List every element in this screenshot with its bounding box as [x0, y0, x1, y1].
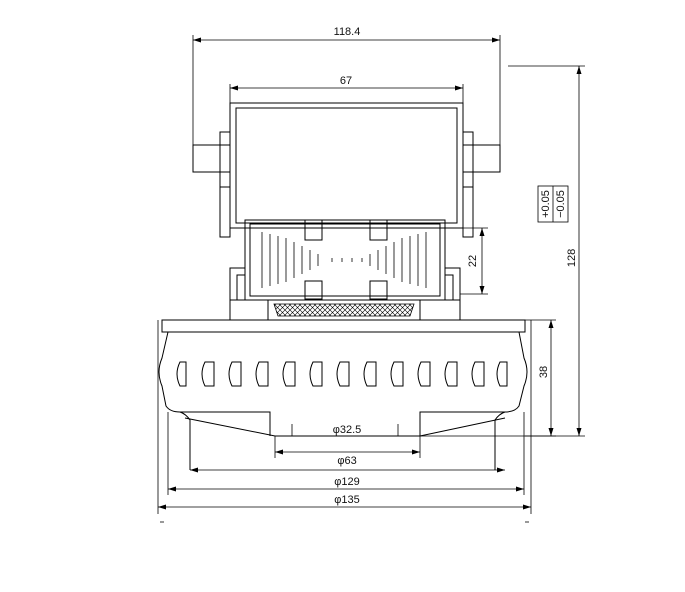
tolerance-lower: −0.05: [555, 190, 567, 218]
dim-phi-32-5: φ32.5: [333, 424, 362, 436]
tolerance-box: +0.05 −0.05: [537, 185, 569, 223]
armature-section: [229, 219, 461, 321]
bearing-seat: [267, 299, 421, 321]
vent-slots: [176, 361, 508, 387]
dim-phi-63: φ63: [337, 455, 356, 467]
dimensions: 118.4 67 128 +0.05 −0.05 22: [157, 26, 585, 523]
dim-67: 67: [340, 75, 352, 87]
dim-phi-135: φ135: [334, 494, 360, 506]
dim-phi-129: φ129: [334, 476, 360, 488]
dim-38: 38: [538, 366, 550, 378]
dim-22: 22: [467, 255, 479, 267]
dim-128: 128: [566, 249, 578, 267]
top-housing: [192, 102, 501, 238]
tolerance-upper: +0.05: [540, 190, 552, 218]
dim-118-4: 118.4: [334, 26, 361, 38]
fan-housing: [158, 319, 528, 470]
